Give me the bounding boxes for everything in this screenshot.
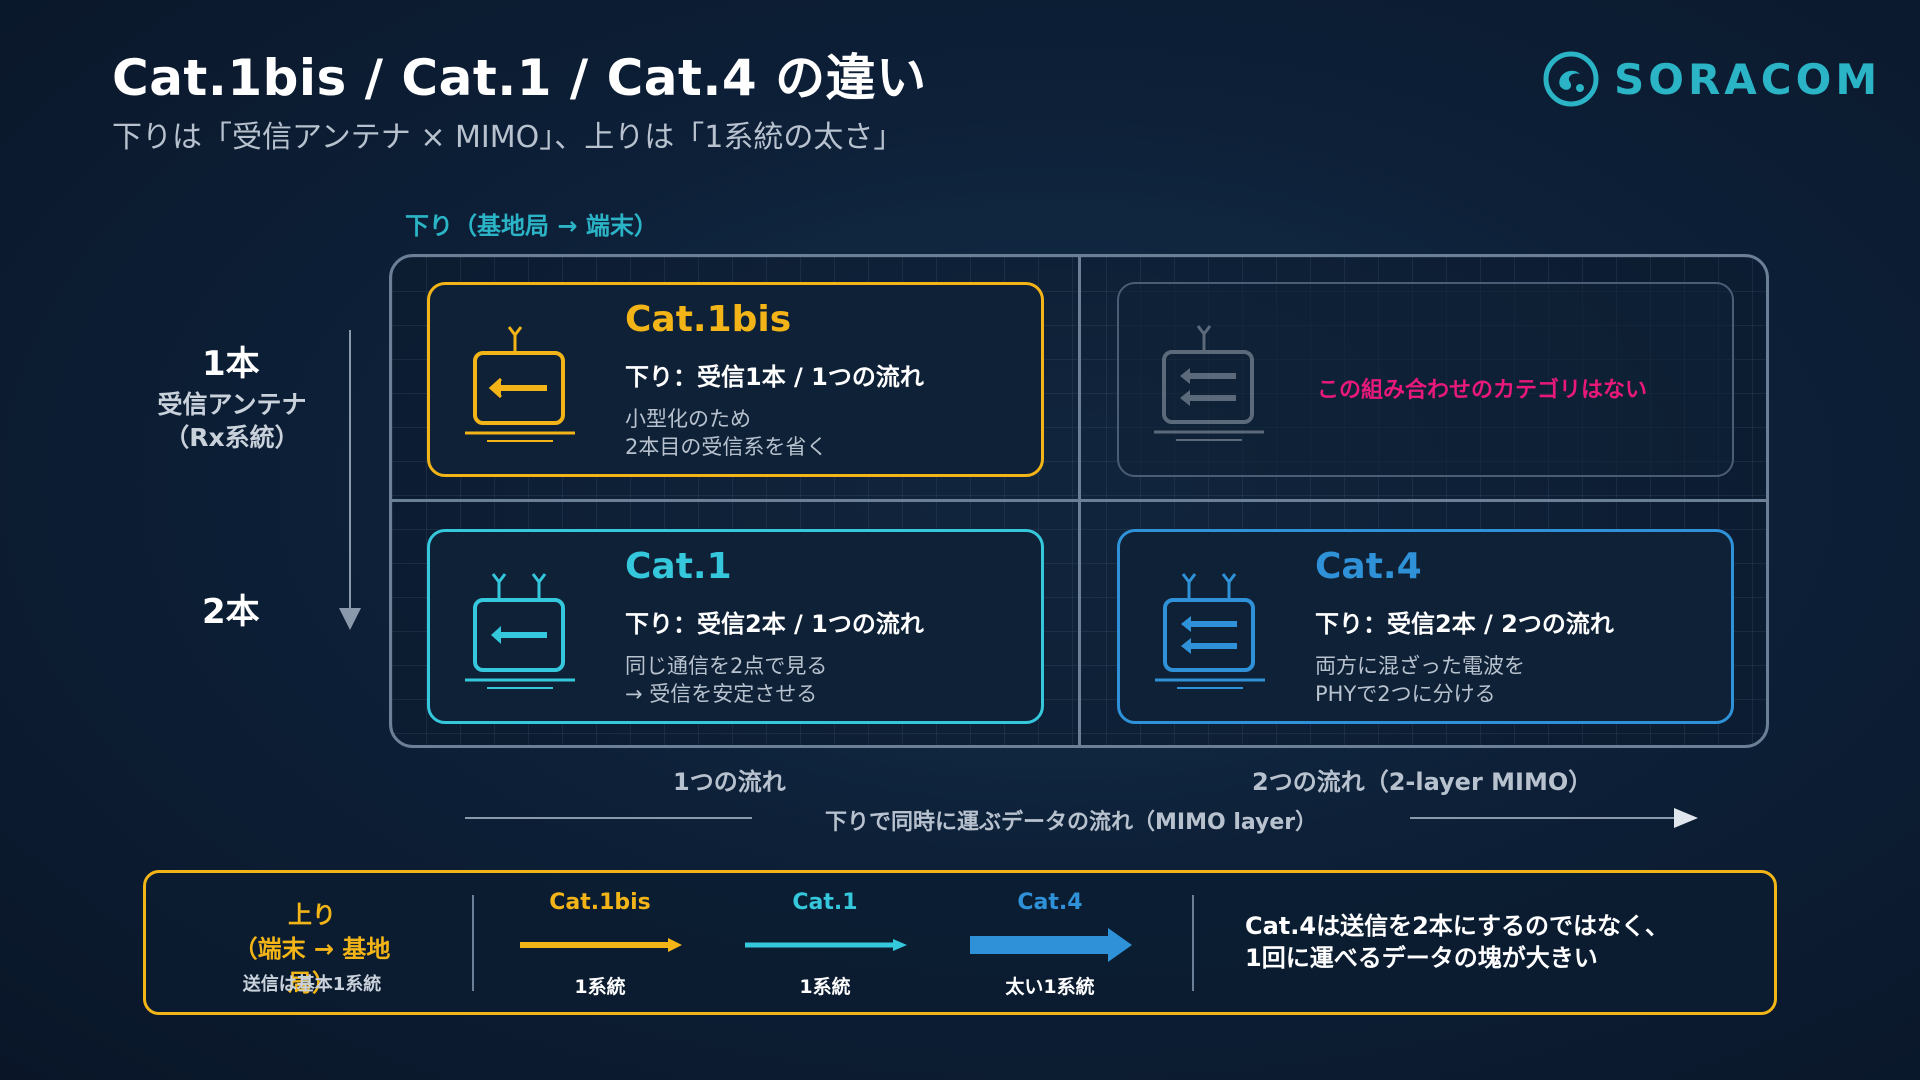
uplink-subtitle: 送信は基本1系統 bbox=[242, 974, 382, 995]
uplink-cat1-value: 1系統 bbox=[799, 976, 851, 998]
cat1-title: Cat.1 bbox=[625, 546, 732, 587]
uplink-cat4-thick-arrow-icon bbox=[970, 928, 1132, 962]
mimo-axis-label: 下りで同時に運ぶデータの流れ（MIMO layer） bbox=[825, 810, 1318, 835]
grid-horizontal-divider bbox=[392, 499, 1766, 502]
cat1bis-description: 小型化のため 2本目の受信系を省く bbox=[625, 407, 828, 459]
card-cat1bis: Cat.1bis 下り：受信1本 / 1つの流れ 小型化のため 2本目の受信系を… bbox=[427, 282, 1044, 477]
uplink-separator bbox=[472, 895, 474, 991]
page-subtitle: 下りは「受信アンテナ × MIMO」、上りは「1系統の太さ」 bbox=[112, 120, 904, 155]
cat1bis-downlink-spec: 下り：受信1本 / 1つの流れ bbox=[625, 363, 924, 391]
device-two-antenna-two-streams-icon bbox=[1155, 573, 1265, 689]
uplink-cat1bis-arrow-icon bbox=[520, 938, 682, 952]
cat4-title: Cat.4 bbox=[1315, 546, 1422, 587]
cat4-description: 両方に混ざった電波を PHYで2つに分ける bbox=[1315, 654, 1525, 706]
card-no-category: この組み合わせのカテゴリはない bbox=[1117, 282, 1734, 477]
card-cat1: Cat.1 下り：受信2本 / 1つの流れ 同じ通信を2点で見る → 受信を安定… bbox=[427, 529, 1044, 724]
uplink-cat4-name: Cat.4 bbox=[1017, 890, 1083, 915]
soracom-logo: SORACOM bbox=[1542, 50, 1881, 108]
rx-axis-label: 受信アンテナ （Rx系統） bbox=[157, 390, 307, 452]
cat1bis-title: Cat.1bis bbox=[625, 299, 792, 340]
downlink-label: 下り（基地局 → 端末） bbox=[405, 212, 658, 240]
uplink-cat1-name: Cat.1 bbox=[792, 890, 858, 915]
uplink-cat1-arrow-icon bbox=[745, 939, 907, 951]
soracom-logo-icon bbox=[1543, 51, 1599, 107]
rx-one-label: 1本 bbox=[202, 344, 260, 384]
device-one-antenna-icon bbox=[465, 326, 575, 442]
uplink-title: 上り （端末 → 基地局） bbox=[233, 901, 391, 997]
uplink-panel bbox=[143, 870, 1777, 1015]
cat1-downlink-spec: 下り：受信2本 / 1つの流れ bbox=[625, 610, 924, 638]
page-title: Cat.1bis / Cat.1 / Cat.4 の違い bbox=[112, 49, 927, 107]
axis-line bbox=[465, 817, 752, 819]
cat1-description: 同じ通信を2点で見る → 受信を安定させる bbox=[625, 654, 828, 706]
arrow-right-icon bbox=[1410, 808, 1698, 828]
rx-two-label: 2本 bbox=[202, 592, 260, 632]
uplink-note: Cat.4は送信を2本にするのではなく、 1回に運べるデータの塊が大きい bbox=[1245, 912, 1670, 972]
uplink-cat4-value: 太い1系統 bbox=[1005, 976, 1095, 998]
card-cat4: Cat.4 下り：受信2本 / 2つの流れ 両方に混ざった電波を PHYで2つに… bbox=[1117, 529, 1734, 724]
logo-text: SORACOM bbox=[1614, 54, 1882, 104]
no-category-message: この組み合わせのカテゴリはない bbox=[1317, 378, 1648, 403]
device-two-streams-one-antenna-icon bbox=[1154, 325, 1264, 441]
column-label-two-streams: 2つの流れ（2-layer MIMO） bbox=[1252, 768, 1593, 796]
uplink-cat1bis-value: 1系統 bbox=[574, 976, 626, 998]
uplink-separator-right bbox=[1192, 895, 1194, 991]
uplink-cat1bis-name: Cat.1bis bbox=[549, 890, 651, 915]
device-two-antenna-icon bbox=[465, 573, 575, 689]
column-label-one-stream: 1つの流れ bbox=[673, 768, 786, 796]
arrow-down-icon bbox=[339, 330, 361, 630]
cat4-downlink-spec: 下り：受信2本 / 2つの流れ bbox=[1315, 610, 1614, 638]
